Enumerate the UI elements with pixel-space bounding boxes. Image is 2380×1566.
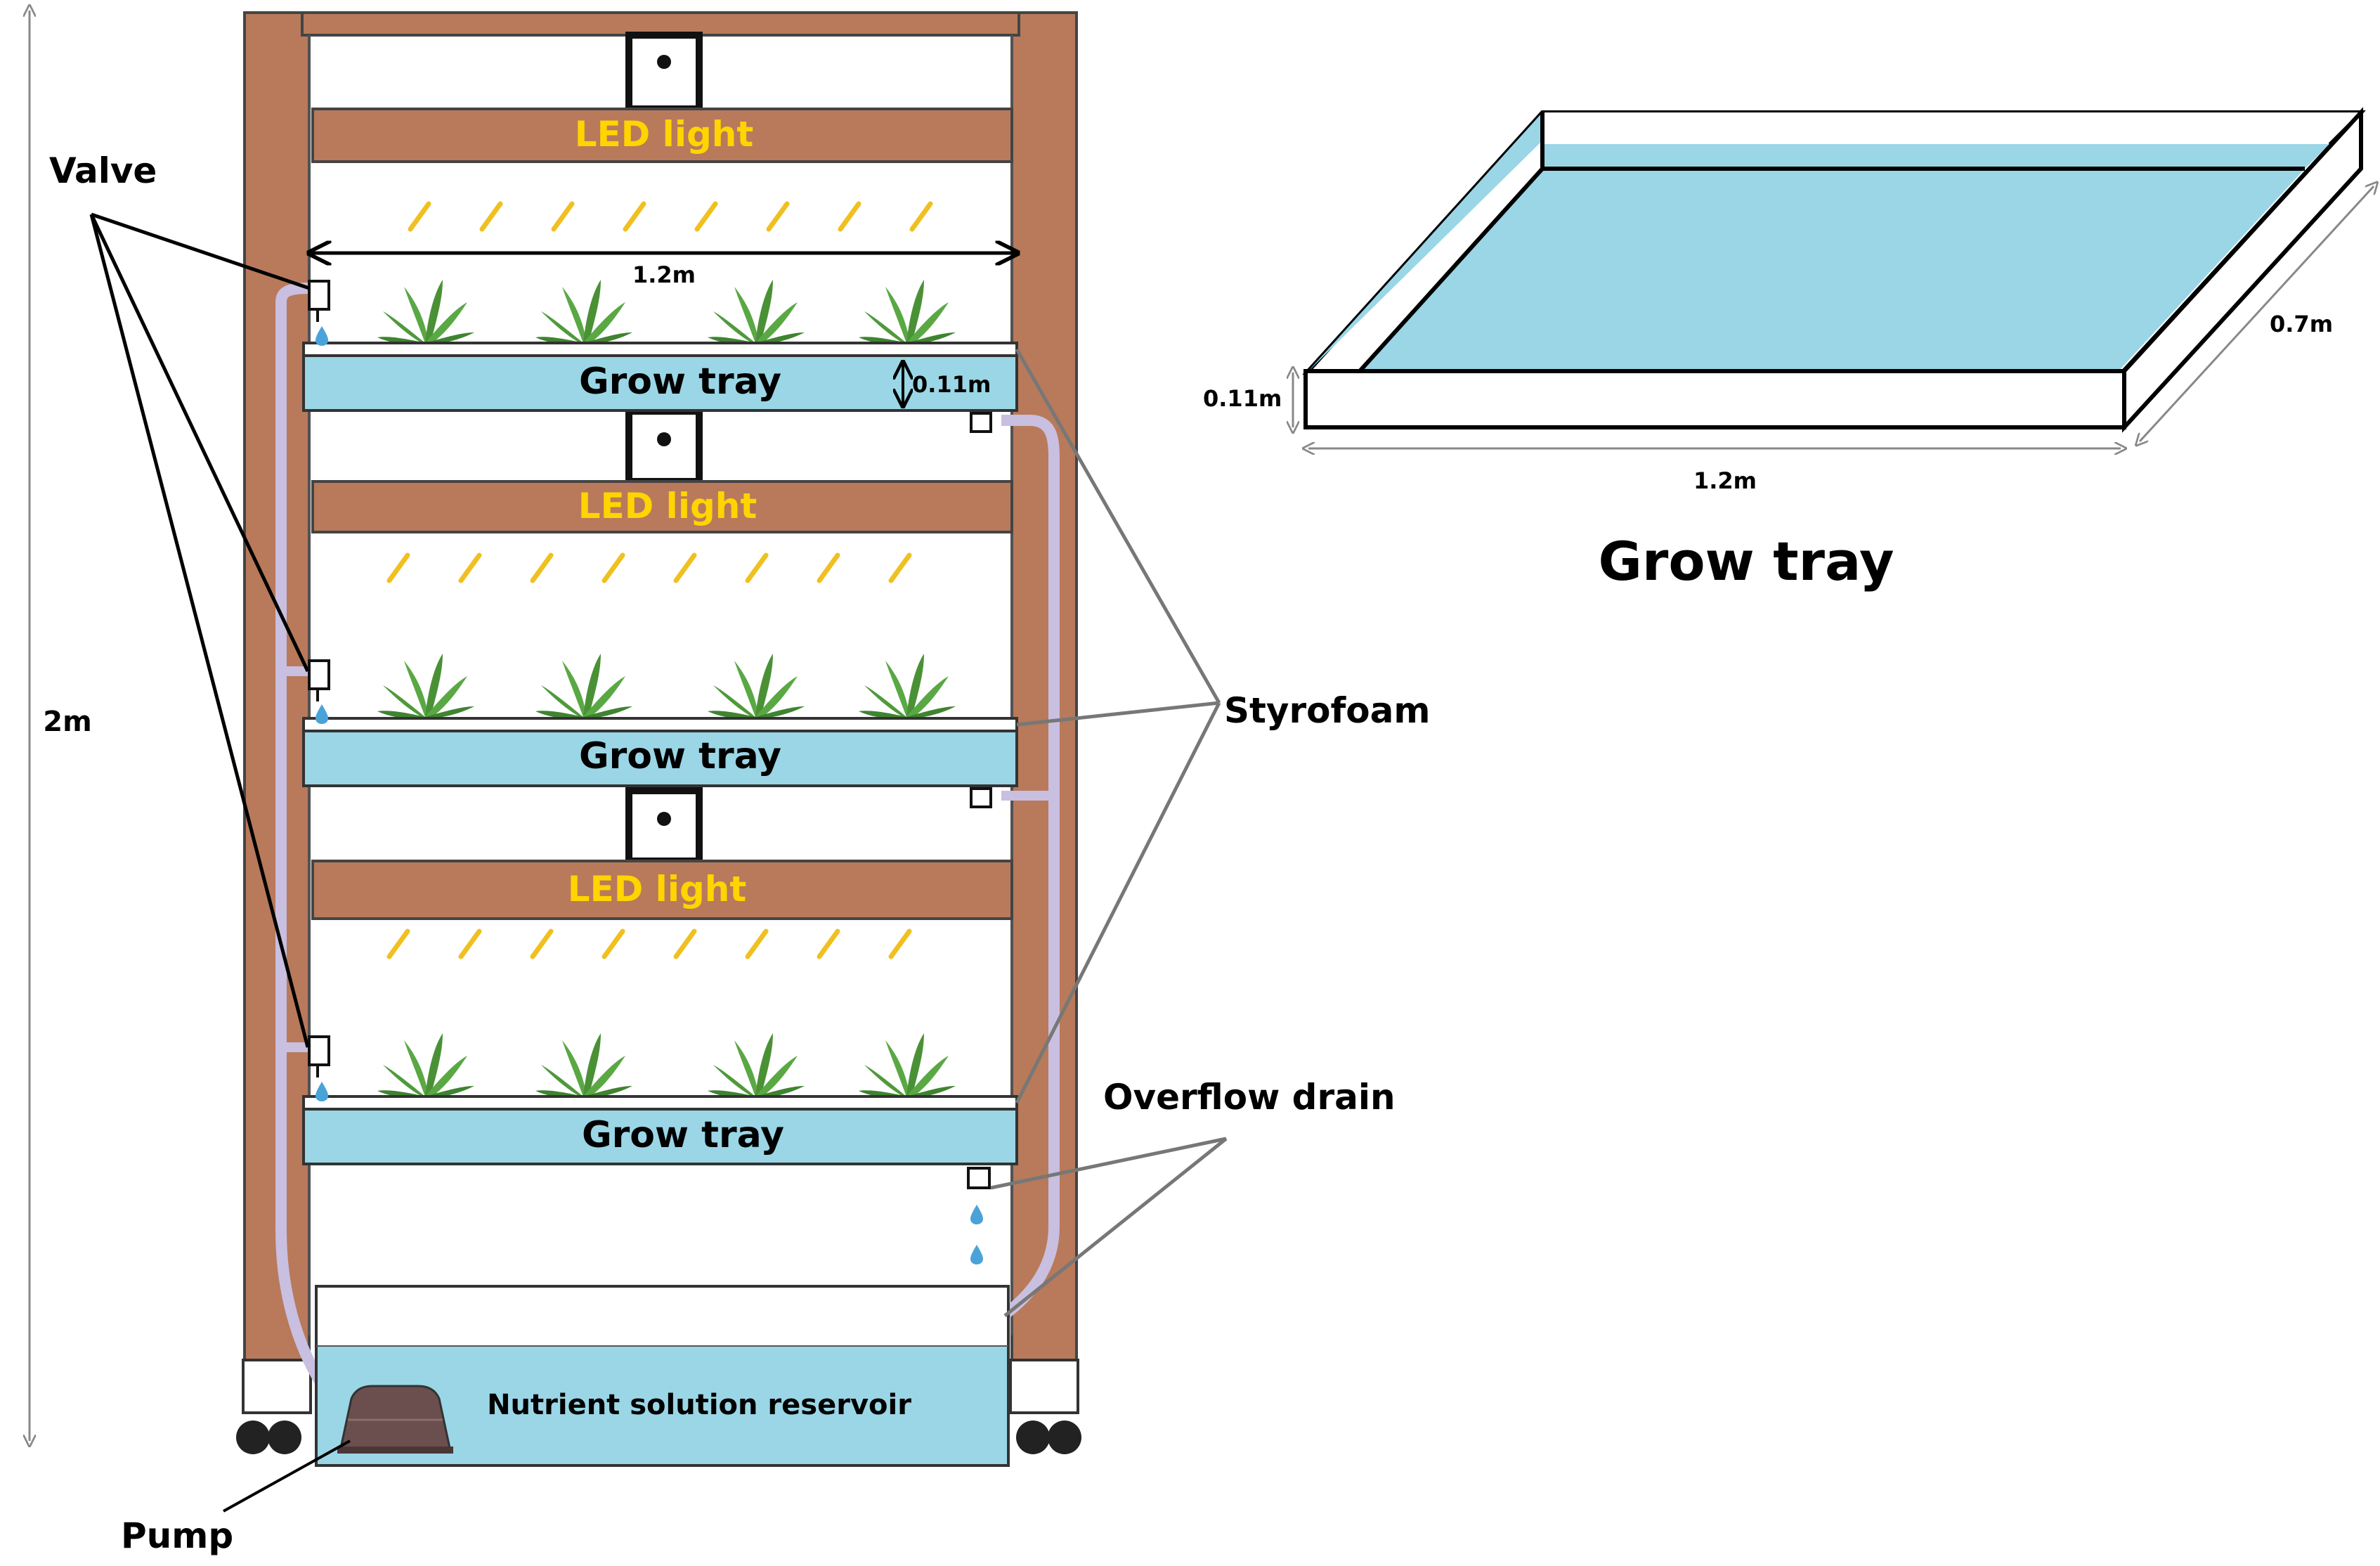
plants-row-3 bbox=[377, 1033, 956, 1099]
led-light-bar-2: LED light bbox=[311, 480, 1013, 533]
styrofoam-board bbox=[302, 342, 1018, 357]
drain-fitting bbox=[970, 412, 992, 433]
grow-tray-label: Grow tray bbox=[579, 735, 781, 777]
tray-depth-detail-label: 0.7m bbox=[2270, 311, 2333, 337]
width-dimension: 1.2m bbox=[309, 253, 1017, 288]
grow-tray-1: Grow tray 0.11m bbox=[302, 342, 1018, 412]
pump-label: Pump bbox=[121, 1515, 233, 1556]
tray-width-label: 1.2m bbox=[1693, 467, 1757, 494]
grow-tray-3: Grow tray bbox=[302, 1095, 1018, 1165]
height-dimension: 2m bbox=[30, 11, 92, 1441]
led-light-label: LED light bbox=[578, 486, 757, 526]
drain-tube bbox=[970, 412, 1060, 1319]
led-light-label: LED light bbox=[568, 869, 747, 910]
valve-label: Valve bbox=[49, 150, 157, 191]
plants-row-2 bbox=[377, 654, 956, 719]
grow-tray-label: Grow tray bbox=[579, 361, 781, 403]
grow-tray-label: Grow tray bbox=[582, 1114, 784, 1156]
styrofoam-callout: Styrofoam bbox=[1015, 348, 1430, 1104]
styrofoam-label: Styrofoam bbox=[1224, 690, 1430, 731]
led-light-label: LED light bbox=[575, 114, 754, 155]
light-beams bbox=[389, 204, 930, 957]
grow-tray-2: Grow tray bbox=[302, 717, 1018, 787]
height-label: 2m bbox=[43, 706, 92, 738]
valve-callout: Valve bbox=[49, 150, 310, 1048]
valve-2 bbox=[308, 659, 330, 724]
tray-detail: 0.11m 1.2m 0.7m Grow tray bbox=[1203, 107, 2374, 593]
styrofoam-board bbox=[302, 1095, 1018, 1111]
tray-detail-title: Grow tray bbox=[1598, 530, 1894, 593]
led-light-bar-1: LED light bbox=[311, 108, 1013, 163]
rack-frame bbox=[236, 11, 1081, 1454]
supply-tube bbox=[275, 283, 332, 1395]
overflow-drain-callout: Overflow drain bbox=[990, 1077, 1396, 1317]
valve-3 bbox=[308, 1035, 330, 1101]
width-label: 1.2m bbox=[632, 261, 696, 288]
led-light-bar-3: LED light bbox=[311, 860, 1013, 920]
tray-height-label: 0.11m bbox=[1203, 385, 1282, 412]
drain-fitting bbox=[970, 787, 992, 808]
reservoir-label: Nutrient solution reservoir bbox=[487, 1389, 911, 1421]
plants-row-1 bbox=[377, 280, 956, 345]
styrofoam-board bbox=[302, 717, 1018, 732]
pump-callout: Pump bbox=[121, 1439, 351, 1556]
valve-1 bbox=[308, 280, 330, 346]
overflow-drain-label: Overflow drain bbox=[1103, 1077, 1396, 1118]
tray-depth-label: 0.11m bbox=[912, 371, 991, 398]
pump bbox=[337, 1385, 453, 1454]
